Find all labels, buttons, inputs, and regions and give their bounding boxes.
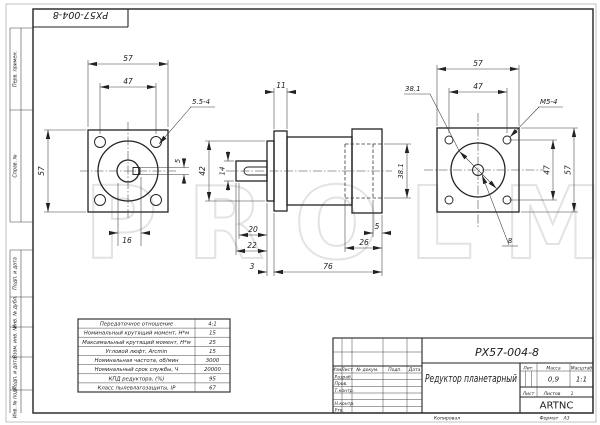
watermark-text: PROLM xyxy=(84,165,600,282)
titleblock-sheet-label: Лист xyxy=(522,391,535,397)
callout-front-holes: 5.5-4 xyxy=(192,98,210,106)
margin-label-podp2: Подп. и дата xyxy=(13,357,19,390)
spec-row-value: 15 xyxy=(209,349,216,355)
titleblock-col-list: Лист xyxy=(340,367,353,373)
titleblock-row-tkontr: Т.контр. xyxy=(335,388,355,394)
margin-label-inv-dubl: Инв. № дубл. xyxy=(13,296,19,329)
dim-side-shaft-len: 20 xyxy=(248,225,258,234)
titleblock-mass-value: 0,9 xyxy=(548,376,560,384)
format-value: А3 xyxy=(562,416,569,422)
margin-label-perv: Перв. примен. xyxy=(13,51,19,87)
titleblock-scale-value: 1:1 xyxy=(576,376,587,384)
spec-row-label: Класс пылевлагозащиты, IP xyxy=(98,385,177,391)
dim-side-body: 76 xyxy=(323,262,333,271)
margin-label-podp1: Подп. и дата xyxy=(13,257,19,290)
dim-front-key-pos: 16 xyxy=(122,236,132,245)
dim-front-bolt: 47 xyxy=(123,77,133,86)
titleblock-col-doc: № докум. xyxy=(355,367,378,373)
dim-side-shaft: 14 xyxy=(219,167,227,176)
spec-row-label: КПД редуктора, (%) xyxy=(109,376,165,382)
titleblock-doc-number: PX57-004-8 xyxy=(475,346,539,359)
titleblock-scale-label: Масштаб xyxy=(571,365,593,371)
dim-side-flange: 11 xyxy=(276,81,286,90)
spec-row-value: 25 xyxy=(209,340,216,346)
rear-view: 57 47 38.1 M5-4 8 47 57 xyxy=(404,59,578,247)
dim-side-rear-flange: 26 xyxy=(359,238,369,247)
sheet-borders xyxy=(5,3,597,423)
spec-row-label: Угловой люфт, Arcmin xyxy=(106,349,168,355)
title-block: PX57-004-8 Редуктор планетарный ARTNC Из… xyxy=(332,337,594,414)
spec-row-value: 67 xyxy=(209,385,216,391)
margin-label-inv-podl: Инв. № подл. xyxy=(13,385,19,418)
dim-rear-width: 57 xyxy=(473,59,483,68)
margin-label-vzam: Взам. инв. № xyxy=(13,326,19,359)
spec-row-label: Максимальный крутящий момент, Н*м xyxy=(82,340,190,346)
titleblock-col-izm: Изм. xyxy=(332,367,343,373)
dim-rear-bolt: 47 xyxy=(473,82,483,91)
dim-side-step: 3 xyxy=(250,262,255,271)
callout-rear-bore: 8 xyxy=(508,237,513,245)
titleblock-col-data: Дата xyxy=(408,367,421,373)
side-view: 11 42 14 20 22 3 76 5 26 xyxy=(198,81,411,276)
dim-side-pilot-len: 5 xyxy=(375,222,380,231)
spec-row-label: Номинальный срок службы, Ч xyxy=(95,367,179,373)
spec-table: Передаточное отношение 4:1 Номинальный к… xyxy=(77,318,231,393)
spec-row-value: 20000 xyxy=(204,367,221,373)
callout-rear-pilot: 38.1 xyxy=(405,85,421,93)
titleblock-row-prov: Пров. xyxy=(335,381,348,387)
margin-columns xyxy=(9,27,33,413)
titleblock-title: Редуктор планетарный xyxy=(425,372,517,385)
titleblock-row-utv: Утв. xyxy=(335,408,344,414)
dim-front-width: 57 xyxy=(123,54,133,63)
kopiroval-label: Копировал xyxy=(434,416,460,422)
dim-side-boss: 42 xyxy=(198,166,207,176)
spec-row-label: Номинальная частота, об/мин xyxy=(95,358,180,364)
front-view: 57 47 57 5.5-4 16 5 xyxy=(37,54,215,246)
stamp-box: PX57-004-8 xyxy=(33,9,129,28)
dim-rear-height: 57 xyxy=(564,165,573,175)
titleblock-row-nkontr: Н.контр. xyxy=(335,401,355,407)
margin-label-sprav: Справ. № xyxy=(13,154,19,177)
stamp-doc-number: PX57-004-8 xyxy=(53,9,108,20)
spec-row-value: 3000 xyxy=(206,358,220,364)
dim-side-pilot: 38.1 xyxy=(397,163,405,179)
dim-side-shaft-full: 22 xyxy=(247,241,257,250)
spec-row-value: 95 xyxy=(209,376,216,382)
format-label: Формат xyxy=(540,416,559,422)
titleblock-sheets-label: Листов xyxy=(543,391,561,397)
titleblock-mass-label: Масса xyxy=(546,365,561,371)
under-frame-labels: Копировал Формат А3 xyxy=(434,416,570,422)
dim-front-height: 57 xyxy=(37,166,46,176)
titleblock-row-razrab: Разраб. xyxy=(335,375,353,381)
spec-row-value: 15 xyxy=(209,331,216,337)
dim-rear-bolt-v: 47 xyxy=(543,165,552,175)
spec-row-label: Передаточное отношение xyxy=(100,322,174,328)
margin-labels: Перв. примен. Справ. № Подп. и дата Инв.… xyxy=(13,51,19,418)
titleblock-col-podp: Подп. xyxy=(388,367,402,373)
titleblock-lit-label: Лит. xyxy=(522,365,533,371)
callout-rear-holes: M5-4 xyxy=(540,98,557,106)
dim-front-key: 5 xyxy=(174,158,182,163)
spec-row-value: 4:1 xyxy=(208,322,217,328)
spec-row-label: Номинальный крутящий момент, Н*м xyxy=(84,331,189,337)
titleblock-sheets-value: 1 xyxy=(571,391,574,397)
titleblock-company: ARTNC xyxy=(540,401,574,412)
